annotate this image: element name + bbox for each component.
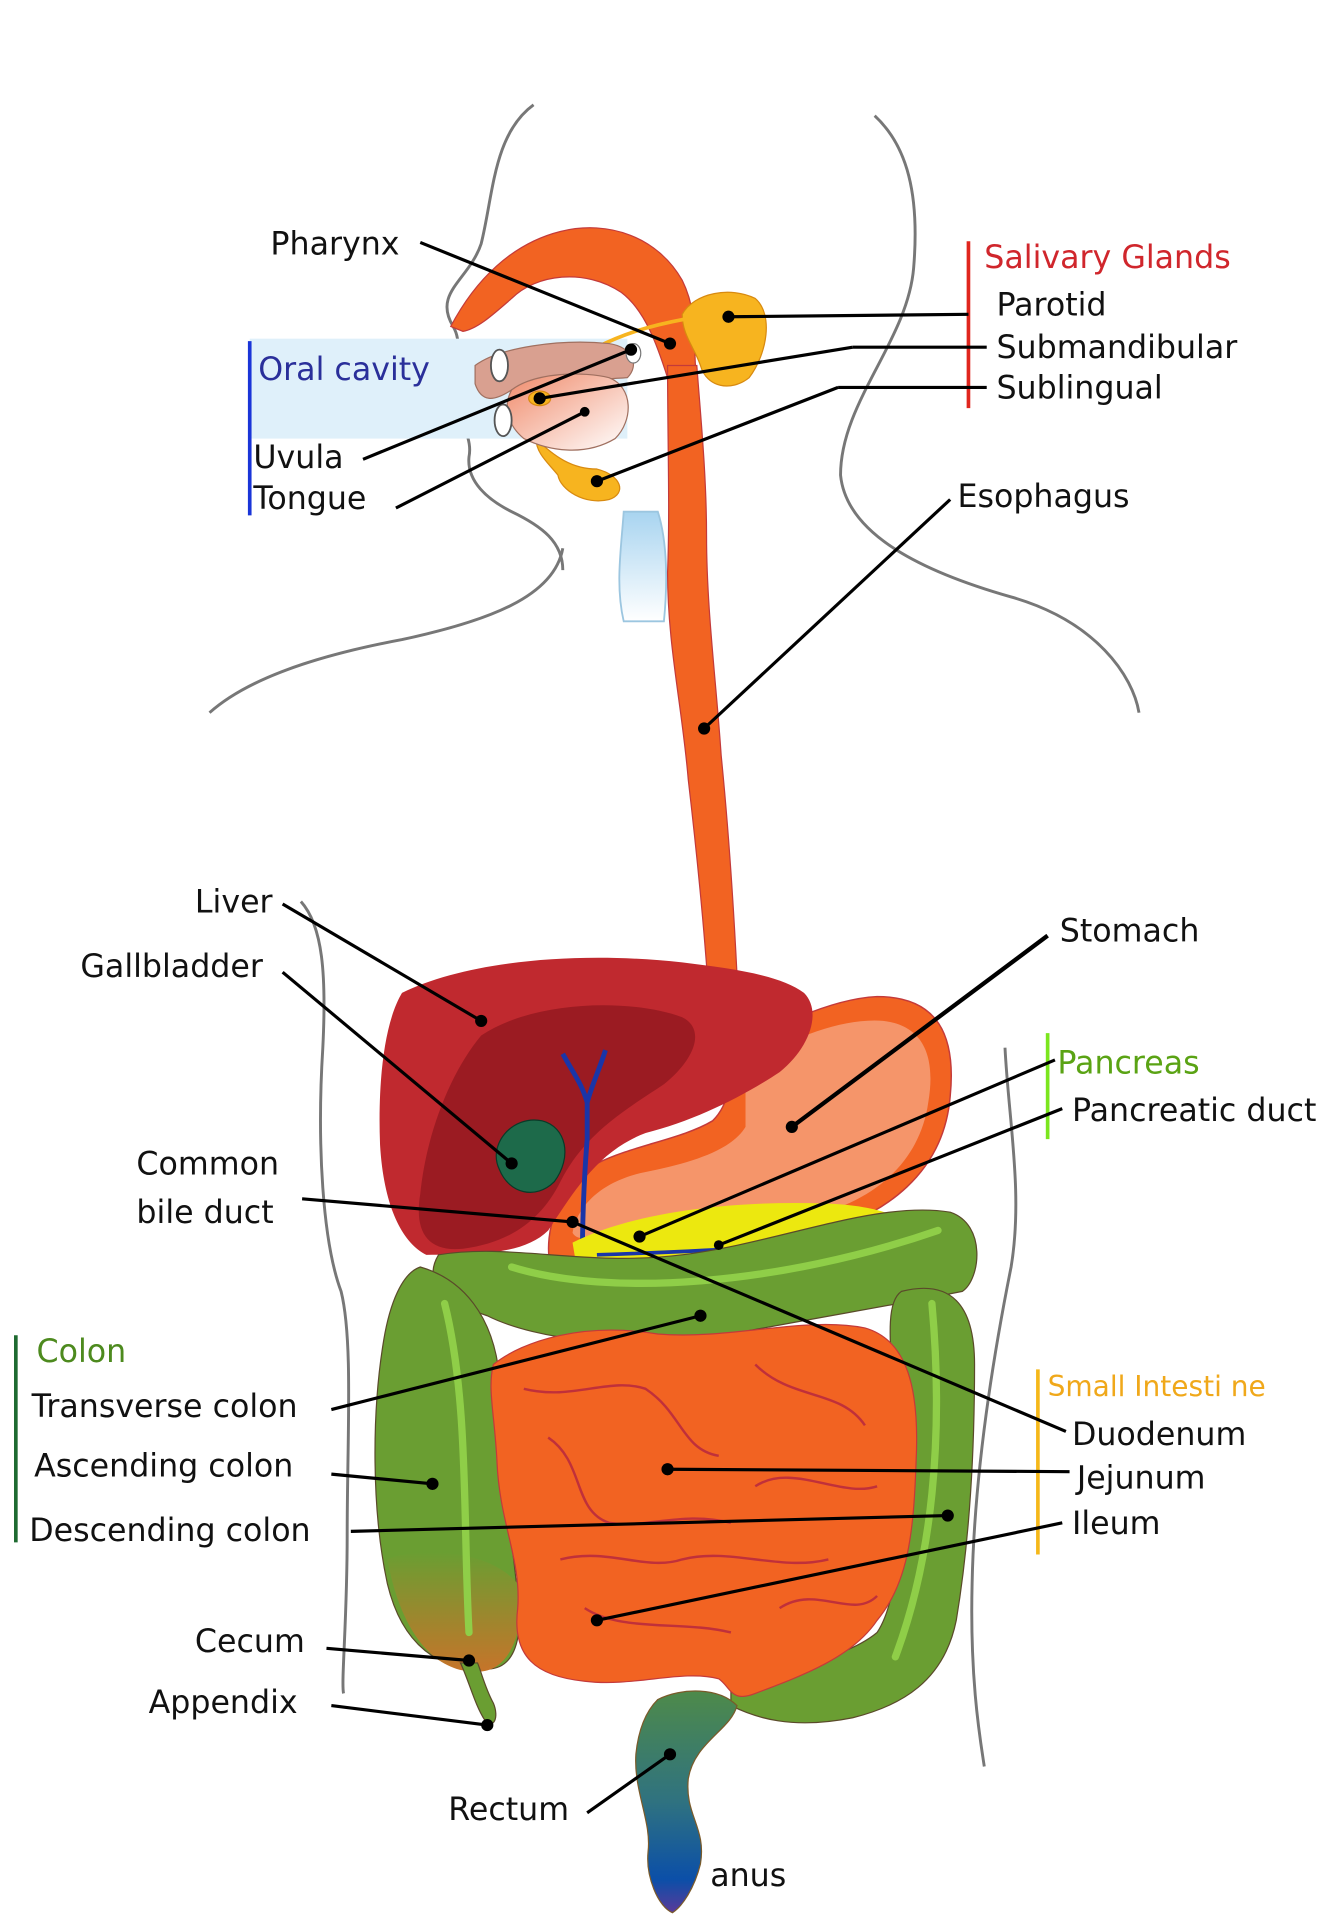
intestine-folds <box>523 1363 878 1634</box>
label-descending-colon: Descending colon <box>29 1513 310 1549</box>
label-uvula: Uvula <box>253 440 343 476</box>
label-appendix: Appendix <box>149 1685 298 1721</box>
transverse-colon-shape <box>432 1209 978 1344</box>
leader-lines <box>281 240 1070 1815</box>
pancreas-title: Pancreas <box>1057 1045 1199 1081</box>
label-rectum: Rectum <box>448 1792 569 1828</box>
bile-duct-shape <box>560 1049 608 1268</box>
liver-lobe-shadow <box>418 1005 696 1250</box>
small-intestine-shape <box>490 1323 918 1698</box>
colon-title: Colon <box>37 1334 127 1370</box>
salivary-glands-title: Salivary Glands <box>984 240 1230 276</box>
label-pancreatic-duct: Pancreatic duct <box>1072 1093 1316 1129</box>
stomach-interior <box>572 1020 931 1239</box>
label-common-bile-duct-1: Common <box>136 1146 279 1182</box>
small-intestine-title: Small Intesti ne <box>1048 1370 1266 1403</box>
label-stomach: Stomach <box>1060 914 1200 950</box>
label-gallbladder: Gallbladder <box>80 949 263 985</box>
label-pharynx: Pharynx <box>270 227 399 263</box>
label-common-bile-duct-2: bile duct <box>136 1195 273 1231</box>
label-transverse-colon: Transverse colon <box>31 1389 298 1425</box>
colon-highlight-stripe <box>440 1226 942 1661</box>
label-anus: anus <box>710 1858 786 1894</box>
cecum-shape <box>387 1552 520 1672</box>
tooth-upper <box>490 348 509 383</box>
gallbladder-shape <box>495 1119 566 1193</box>
label-duodenum: Duodenum <box>1072 1417 1246 1453</box>
label-liver: Liver <box>195 884 274 920</box>
label-ileum: Ileum <box>1072 1506 1161 1542</box>
appendix-shape <box>459 1662 497 1725</box>
label-ascending-colon: Ascending colon <box>34 1449 293 1485</box>
label-jejunum: Jejunum <box>1075 1461 1206 1497</box>
palate-shape <box>474 341 634 399</box>
tooth-lower <box>493 403 513 438</box>
oral-cavity-title: Oral cavity <box>258 352 430 388</box>
label-esophagus: Esophagus <box>957 479 1129 515</box>
label-parotid: Parotid <box>996 288 1106 324</box>
label-tongue: Tongue <box>252 481 366 517</box>
label-cecum: Cecum <box>195 1624 305 1660</box>
trachea <box>618 510 668 623</box>
label-submandibular: Submandibular <box>996 330 1238 366</box>
label-sublingual: Sublingual <box>996 370 1162 406</box>
